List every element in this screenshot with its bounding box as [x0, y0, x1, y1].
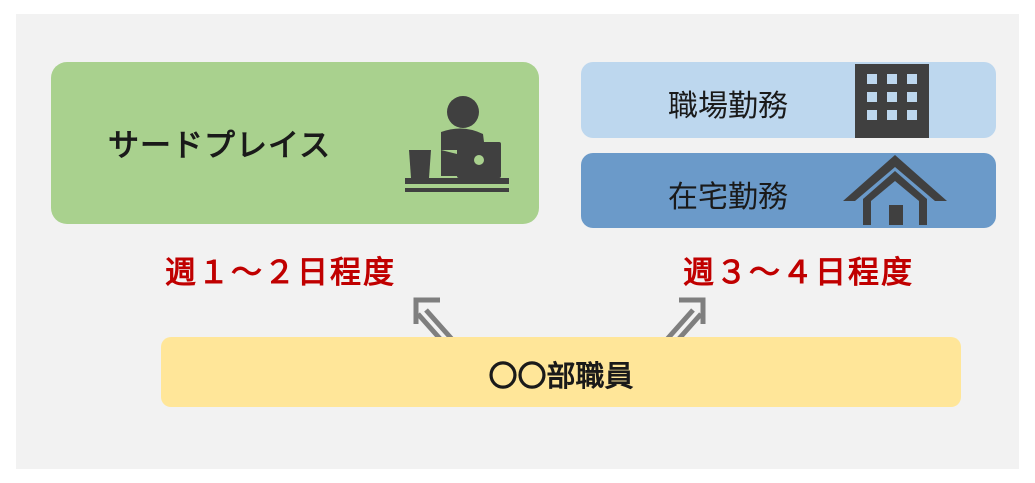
third-place-frequency: 週１～２日程度 — [165, 255, 396, 291]
staff-label: 〇〇部職員 — [488, 359, 634, 393]
staff-box: 〇〇部職員 — [161, 337, 961, 407]
third-place-box: サードプレイス — [51, 62, 539, 224]
home-work-frequency: 週３～４日程度 — [683, 255, 914, 291]
house-icon — [843, 155, 947, 225]
office-work-box: 職場勤務 — [581, 62, 996, 138]
home-work-label: 在宅勤務 — [668, 180, 788, 215]
third-place-label: サードプレイス — [108, 128, 332, 164]
office-work-label: 職場勤務 — [668, 89, 788, 124]
office-building-icon — [855, 64, 929, 138]
home-work-box: 在宅勤務 — [581, 153, 996, 228]
person-at-laptop-icon — [405, 96, 509, 192]
